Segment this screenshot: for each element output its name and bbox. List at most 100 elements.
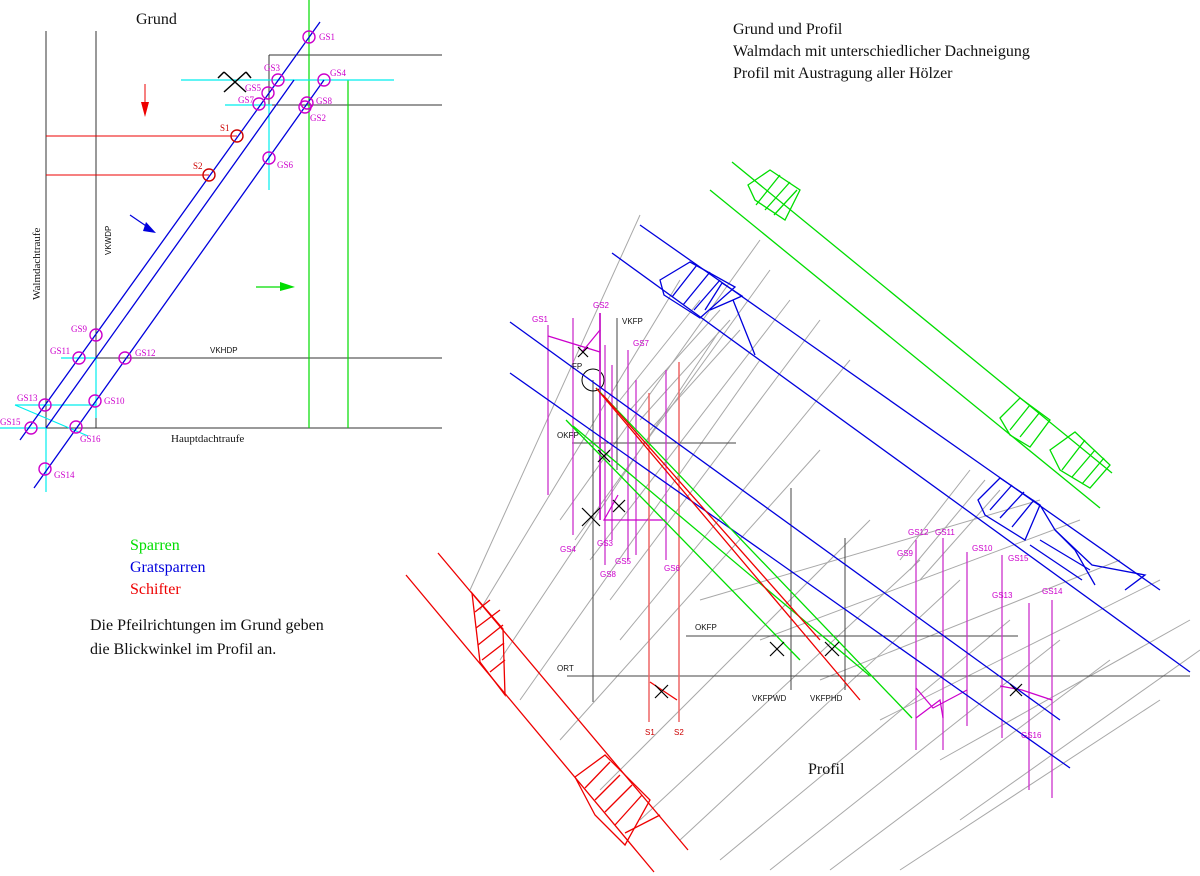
grund-gratsparren-lines (19, 21, 325, 489)
construction-line (879, 579, 1161, 721)
red-arrow-down-icon (141, 84, 149, 117)
title-line-1: Grund und Profil (733, 21, 843, 38)
grund-aux-lines (0, 79, 394, 492)
construction-line (939, 619, 1191, 761)
grund-label-gs2: GS2 (310, 113, 326, 123)
construction-line (519, 359, 761, 701)
note: Die Pfeilrichtungen im Grund geben die B… (90, 614, 324, 662)
profil-schifter (405, 387, 861, 873)
grund-label-gs1: GS1 (319, 32, 335, 42)
profil-label-gs3: GS3 (597, 539, 614, 548)
construction-line (769, 639, 1061, 871)
construction-line (899, 699, 1161, 871)
grund-label-gs16: GS16 (80, 434, 101, 444)
construction-line (619, 359, 851, 641)
grund-label-gs11: GS11 (50, 346, 70, 356)
vkfphd-label: VKFPHD (810, 694, 843, 703)
grund-sparren-lines (308, 0, 349, 428)
blue-arrow-diagonal-icon (129, 214, 156, 233)
construction-line (619, 299, 701, 401)
legend-schifter: Schifter (130, 581, 181, 598)
profil-label-gs7: GS7 (633, 339, 650, 348)
hip-x-mark (217, 71, 252, 93)
legend-gratsparren: Gratsparren (130, 559, 206, 576)
profil-construction-lines (469, 214, 1200, 871)
walmdachtraufe-label: Walmdachtraufe (31, 227, 43, 300)
profil-label-gs8: GS8 (600, 570, 617, 579)
construction-line (819, 559, 1121, 681)
profil-view: GS1 GS2 GS3 GS4 GS5 GS6 GS7 GS8 GS9 GS10… (405, 161, 1200, 873)
construction-line (909, 479, 986, 571)
fp-label: FP (572, 362, 582, 371)
vkwdp-label: VKWDP (104, 226, 113, 255)
profil-label-gs14: GS14 (1042, 587, 1063, 596)
construction-line (559, 449, 821, 741)
construction-line (959, 649, 1200, 821)
grund-label-gs4: GS4 (330, 68, 347, 78)
ort-label: ORT (557, 664, 574, 673)
grund-plan: GS1 GS2 GS3 GS4 GS5 GS6 GS7 GS8 GS9 GS10… (0, 0, 442, 492)
grund-title: Grund (136, 11, 177, 28)
grund-label-gs9: GS9 (71, 324, 88, 334)
profil-label-s2: S2 (674, 728, 684, 737)
grund-label-gs14: GS14 (54, 470, 75, 480)
profil-gs-bracing (547, 329, 1053, 719)
construction-line (649, 329, 741, 431)
okfp-label-top: OKFP (557, 431, 579, 440)
construction-line (699, 499, 1041, 601)
profil-label-gs6: GS6 (664, 564, 681, 573)
green-arrow-right-icon (256, 282, 295, 291)
grund-label-gs13: GS13 (17, 393, 38, 403)
profil-label-gs11: GS11 (935, 528, 955, 537)
profil-x-marks (577, 346, 1023, 699)
vkfp-label: VKFP (622, 317, 643, 326)
construction-line (899, 469, 971, 561)
grund-label-gs5: GS5 (245, 83, 262, 93)
profil-label-s1: S1 (645, 728, 655, 737)
profil-label-gs10: GS10 (972, 544, 993, 553)
note-line-1: Die Pfeilrichtungen im Grund geben (90, 617, 324, 634)
construction-line (469, 214, 641, 591)
profil-label-gs15: GS15 (1008, 554, 1029, 563)
grund-schifter-lines (46, 135, 237, 176)
profil-label-gs5: GS5 (615, 557, 632, 566)
grund-label-s2: S2 (193, 161, 203, 171)
grund-label-gs10: GS10 (104, 396, 125, 406)
grund-label-gs3: GS3 (264, 63, 281, 73)
vkhdp-label: VKHDP (210, 346, 238, 355)
grund-label-gs15: GS15 (0, 417, 21, 427)
construction-line (599, 519, 871, 791)
hauptdachtraufe-label: Hauptdachtraufe (171, 433, 244, 445)
construction-line (499, 329, 721, 661)
grund-point-circles (24, 30, 331, 476)
profil-sparren (565, 161, 1113, 719)
construction-line (589, 299, 791, 561)
construction-line (919, 489, 1001, 581)
profil-label-gs2: GS2 (593, 301, 610, 310)
legend: Sparren Gratsparren Schifter (130, 535, 206, 601)
profil-label-gs13: GS13 (992, 591, 1013, 600)
legend-sparren: Sparren (130, 537, 180, 554)
profil-reference-lines (567, 318, 1190, 702)
vkfpwd-label: VKFPWD (752, 694, 786, 703)
construction-line (479, 279, 681, 611)
okfp-label-bottom: OKFP (695, 623, 717, 632)
title-line-2: Walmdach mit unterschiedlicher Dachneigu… (733, 43, 1030, 60)
grund-label-gs6: GS6 (277, 160, 294, 170)
note-line-2: die Blickwinkel im Profil an. (90, 641, 277, 658)
grund-label-gs7: GS7 (238, 95, 255, 105)
profil-label-gs1: GS1 (532, 315, 549, 324)
grund-label-gs8: GS8 (316, 96, 333, 106)
profil-label-gs16: GS16 (1021, 731, 1042, 740)
title-block: Grund und Profil Walmdach mit unterschie… (733, 19, 1030, 85)
profil-label-gs9: GS9 (897, 549, 914, 558)
profil-gratsparren (509, 224, 1191, 769)
grund-outline (45, 31, 442, 429)
grund-label-gs12: GS12 (135, 348, 156, 358)
construction-line (679, 579, 961, 841)
construction-line (829, 659, 1111, 871)
construction-line (639, 559, 921, 821)
construction-line (719, 619, 1011, 861)
profil-label-gs12: GS12 (908, 528, 929, 537)
